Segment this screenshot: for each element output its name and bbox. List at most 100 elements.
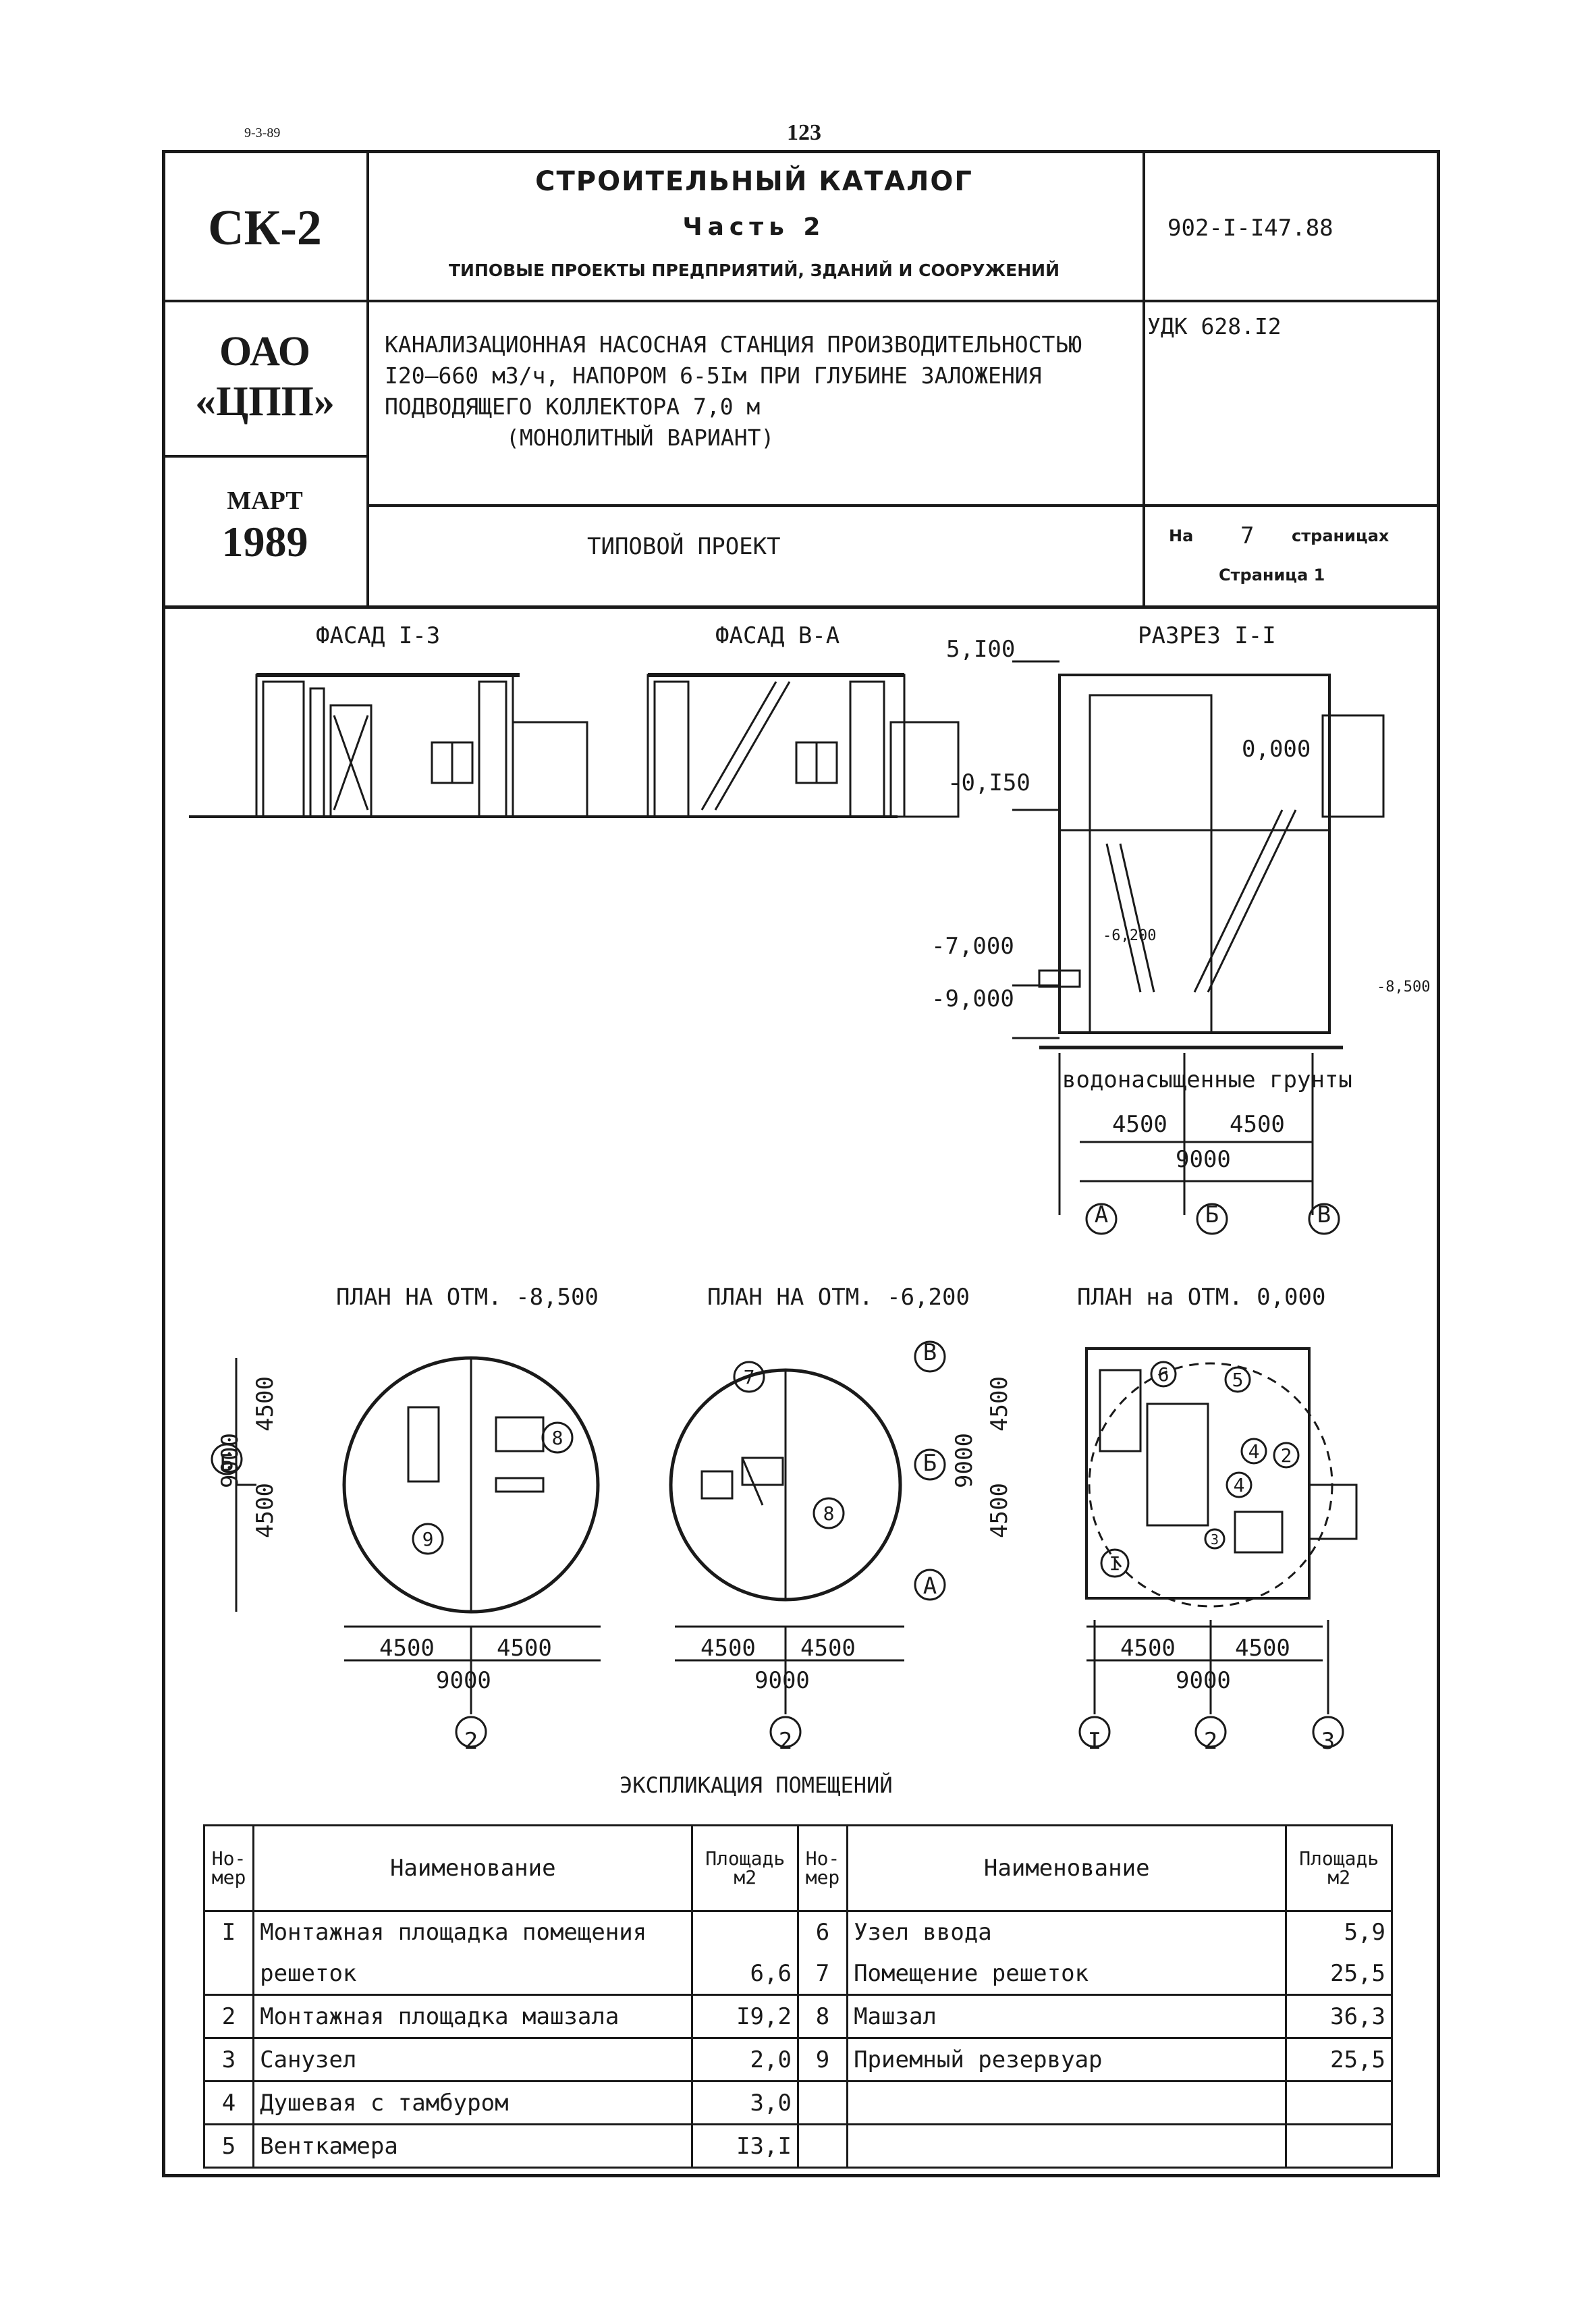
pages-suffix: страницах <box>1292 526 1389 545</box>
table-row: 5 Венткамера I3,I <box>202 2123 1393 2169</box>
room-name: Помещение решеток <box>846 1953 1288 1996</box>
room-number: 9 <box>796 2037 849 2083</box>
page-label: Страница 1 <box>1219 566 1325 584</box>
svg-text:2: 2 <box>1281 1444 1292 1467</box>
axis-label: 3 <box>1321 1728 1336 1755</box>
room-area: 36,3 <box>1285 1994 1393 2040</box>
table-row: I Монтажная площадка помещения 6 Узел вв… <box>202 1909 1393 1953</box>
plan-2-title: ПЛАН НА ОТМ. -6,200 <box>707 1284 970 1311</box>
axis-label: В <box>923 1339 937 1366</box>
room-name: Душевая с тамбуром <box>252 2080 694 2126</box>
room-area <box>1285 2123 1393 2169</box>
svg-text:7: 7 <box>744 1366 755 1388</box>
elevation-label: 0,000 <box>1242 736 1311 763</box>
room-name <box>846 2080 1288 2126</box>
room-number: I <box>202 1909 255 1953</box>
dimension: 9000 <box>436 1667 491 1694</box>
doc-type: ТИПОВОЙ ПРОЕКТ <box>587 533 781 560</box>
plan-3-drawing <box>1078 1347 1358 1748</box>
catalog-part: Часть 2 <box>682 213 826 241</box>
svg-text:I: I <box>1109 1552 1121 1575</box>
room-number: 7 <box>796 1953 849 1996</box>
elevation-label: -0,I50 <box>947 769 1030 796</box>
dimension: 4500 <box>1112 1111 1167 1138</box>
table-row: 2 Монтажная площадка машзала I9,2 8 Машз… <box>202 1994 1393 2040</box>
dimension: 4500 <box>1230 1111 1285 1138</box>
svg-text:5: 5 <box>1232 1369 1244 1391</box>
room-number <box>796 2080 849 2126</box>
facade-1-title: ФАСАД I-3 <box>316 622 441 649</box>
project-title-line: ПОДВОДЯЩЕГО КОЛЛЕКТОРА 7,0 м <box>385 393 761 420</box>
svg-text:8: 8 <box>823 1502 835 1525</box>
explication-title: ЭКСПЛИКАЦИЯ ПОМЕЩЕНИЙ <box>620 1772 893 1798</box>
room-name: решеток <box>252 1953 694 1996</box>
dimension: 4500 <box>1120 1635 1176 1662</box>
series-code: СК-2 <box>208 200 322 256</box>
svg-text:6: 6 <box>1158 1363 1170 1386</box>
room-number <box>202 1953 255 1996</box>
room-name: Монтажная площадка машзала <box>252 1994 694 2040</box>
header-area: Площадь м2 <box>691 1824 799 1912</box>
room-number: 8 <box>796 1994 849 2040</box>
organization: ОАО «ЦПП» <box>165 327 364 427</box>
section-drawing <box>1012 660 1385 1235</box>
project-title-line: I20—660 м3/ч, НАПОРОМ 6-5Iм ПРИ ГЛУБИНЕ … <box>385 362 1042 389</box>
elevation-label: 5,I00 <box>946 636 1016 663</box>
plan-1-title: ПЛАН НА ОТМ. -8,500 <box>336 1284 599 1311</box>
explication-table: Но- мер Наименование Площадь м2 Но- мер … <box>202 1824 1393 2169</box>
axis-label: 2 <box>464 1728 478 1755</box>
header-name: Наименование <box>846 1824 1288 1912</box>
header-num: Но- мер <box>202 1824 255 1912</box>
dimension: 4500 <box>700 1635 756 1662</box>
room-number: 6 <box>796 1909 849 1953</box>
room-area <box>1285 2080 1393 2126</box>
room-area: I3,I <box>691 2123 799 2169</box>
room-number: 3 <box>202 2037 255 2083</box>
room-area: 25,5 <box>1285 1953 1393 1996</box>
month: МАРТ <box>227 487 303 515</box>
axis-label: А <box>923 1573 937 1600</box>
table-header-row: Но- мер Наименование Площадь м2 Но- мер … <box>202 1824 1393 1912</box>
dimension: 4500 <box>379 1635 435 1662</box>
room-name: Приемный резервуар <box>846 2037 1288 2083</box>
room-number: 4 <box>202 2080 255 2126</box>
project-title-line: КАНАЛИЗАЦИОННАЯ НАСОСНАЯ СТАНЦИЯ ПРОИЗВО… <box>385 331 1082 358</box>
year: 1989 <box>221 518 308 566</box>
svg-text:9: 9 <box>422 1528 434 1550</box>
plan-3-title: ПЛАН на ОТМ. 0,000 <box>1077 1284 1326 1311</box>
axis-label: Б <box>923 1450 937 1477</box>
svg-text:3: 3 <box>1211 1531 1219 1548</box>
catalog-part-subtitle: ТИПОВЫЕ ПРОЕКТЫ ПРЕДПРИЯТИЙ, ЗДАНИЙ И СО… <box>448 261 1060 280</box>
org-line-1: ОАО <box>219 329 311 375</box>
dimension: 4500 <box>1235 1635 1290 1662</box>
axis-label: Б <box>1205 1201 1219 1228</box>
plan-2-drawing <box>669 1340 946 1748</box>
axis-label: А <box>1094 1201 1109 1228</box>
facade-2 <box>646 673 960 818</box>
pages-prefix: На <box>1169 526 1194 545</box>
room-area: 6,6 <box>691 1953 799 1996</box>
table-row: 3 Санузел 2,0 9 Приемный резервуар 25,5 <box>202 2037 1393 2083</box>
room-area: I9,2 <box>691 1994 799 2040</box>
elevation-label: -9,000 <box>931 985 1014 1012</box>
svg-text:8: 8 <box>552 1427 563 1449</box>
room-area <box>691 1909 799 1953</box>
project-title-line: (МОНОЛИТНЫЙ ВАРИАНТ) <box>506 425 775 451</box>
catalog-title: СТРОИТЕЛЬНЫЙ КАТАЛОГ <box>535 166 973 197</box>
section-title: РАЗРЕЗ I-I <box>1138 622 1276 649</box>
svg-text:4: 4 <box>1234 1474 1245 1496</box>
room-area: 3,0 <box>691 2080 799 2126</box>
header-area: Площадь м2 <box>1285 1824 1393 1912</box>
org-line-2: «ЦПП» <box>195 379 335 425</box>
elevation-label: -7,000 <box>931 933 1014 960</box>
plan-1-drawing <box>211 1356 601 1748</box>
dimension: 4500 <box>497 1635 552 1662</box>
elevation-label: -8,500 <box>1377 979 1431 996</box>
room-number: 5 <box>202 2123 255 2169</box>
room-number <box>796 2123 849 2169</box>
axis-label: I <box>1087 1728 1102 1755</box>
dimension: 9000 <box>754 1667 810 1694</box>
facade-2-title: ФАСАД В-А <box>715 622 840 649</box>
udk-code: УДК 628.I2 <box>1147 313 1282 339</box>
document-frame <box>162 150 1440 2177</box>
